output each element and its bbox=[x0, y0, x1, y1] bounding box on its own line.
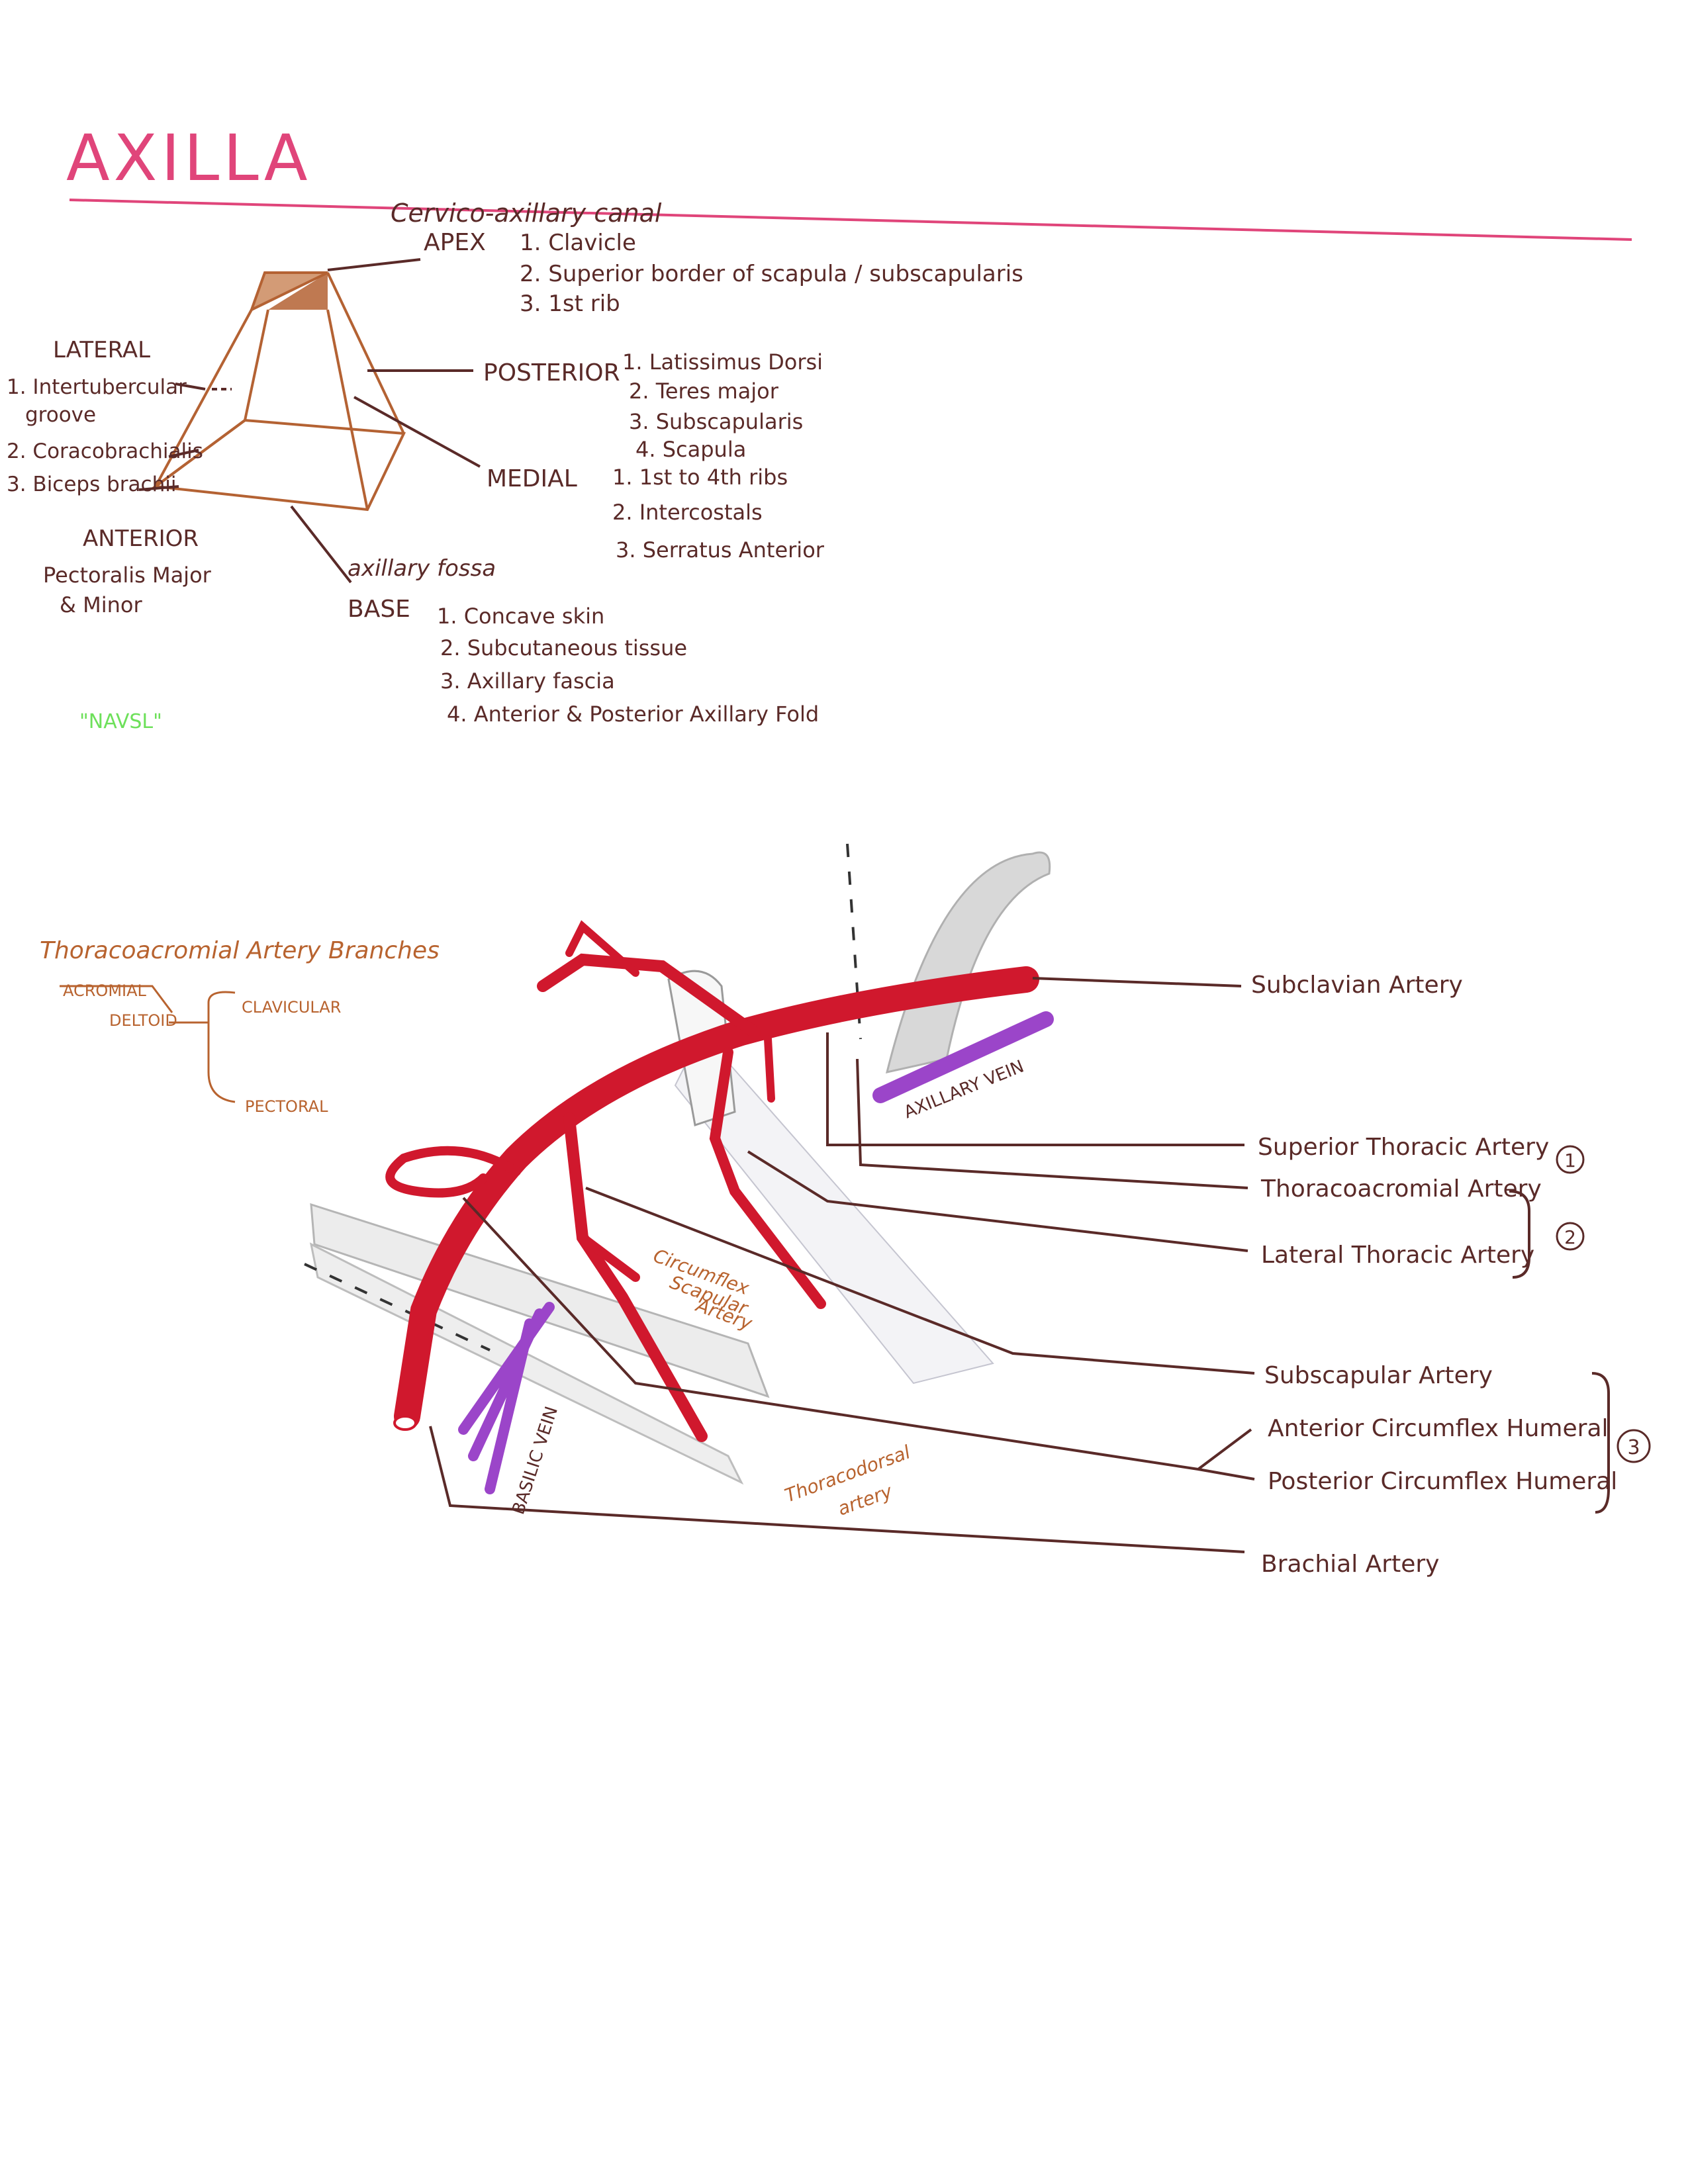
lateral-heading: LATERAL bbox=[53, 337, 150, 363]
posterior-item-4: 4. Scapula bbox=[635, 437, 746, 462]
base-item-3: 3. Axillary fascia bbox=[440, 668, 615, 694]
branch-clavicular: CLAVICULAR bbox=[242, 998, 341, 1017]
label-thoracoacromial-artery: Thoracoacromial Artery bbox=[1260, 1175, 1542, 1203]
pyramid-medial-edge bbox=[326, 309, 369, 510]
part-1-circle bbox=[1556, 1145, 1585, 1174]
branch-deltoid: DELTOID bbox=[109, 1011, 177, 1030]
anterior-item-2: & Minor bbox=[60, 592, 142, 617]
basilic-vein-label: BASILIC VEIN bbox=[508, 1404, 562, 1517]
lateral-item-1: 1. Intertubercular bbox=[7, 375, 187, 399]
lateral-item-3: 2. Coracobrachialis bbox=[7, 439, 203, 463]
axillary-brachial-artery bbox=[394, 966, 1039, 1430]
circumflex-humeral-loop bbox=[385, 1146, 521, 1198]
base-item-4: 4. Anterior & Posterior Axillary Fold bbox=[447, 702, 819, 727]
lateral-item-2: groove bbox=[25, 403, 96, 427]
apex-item-1: 1. Clavicle bbox=[520, 230, 636, 256]
circumflex-scapular-branch bbox=[578, 1233, 640, 1282]
apex-heading: APEX bbox=[424, 229, 486, 256]
branch-acromial: ACROMIAL bbox=[63, 981, 147, 1000]
apex-item-3: 3. 1st rib bbox=[520, 291, 620, 317]
posterior-item-3: 3. Subscapularis bbox=[629, 409, 803, 434]
lateral-leader-1 bbox=[175, 383, 206, 390]
medial-leader-line bbox=[353, 396, 481, 468]
anterior-item-1: Pectoralis Major bbox=[43, 563, 212, 588]
base-leader-line bbox=[290, 505, 352, 584]
medial-heading: MEDIAL bbox=[487, 465, 577, 492]
part-2-circle bbox=[1556, 1222, 1585, 1251]
axillary-vein-label: AXILLARY VEIN bbox=[901, 1057, 1027, 1123]
superior-thoracic-branch bbox=[764, 1035, 775, 1103]
subscapular-thoracodorsal bbox=[563, 1113, 708, 1442]
part-3-number: 3 bbox=[1627, 1436, 1640, 1459]
thoracoacromial-title: Thoracoacromial Artery Branches bbox=[40, 937, 440, 964]
posterior-heading: POSTERIOR bbox=[483, 359, 620, 387]
medial-item-1: 1. 1st to 4th ribs bbox=[612, 465, 788, 490]
base-note: axillary fossa bbox=[348, 555, 496, 582]
label-anterior-circumflex-humeral: Anterior Circumflex Humeral bbox=[1268, 1415, 1609, 1442]
dashed-guide-vertical bbox=[846, 843, 862, 1040]
axillary-vein bbox=[872, 1011, 1054, 1103]
label-brachial-artery: Brachial Artery bbox=[1261, 1551, 1439, 1578]
lateral-leader-3 bbox=[138, 485, 179, 491]
pyramid-apex-cap bbox=[268, 273, 328, 310]
label-subscapular-artery: Subscapular Artery bbox=[1264, 1362, 1493, 1389]
basilic-vein bbox=[458, 1302, 555, 1494]
apex-note: Cervico-axillary canal bbox=[391, 199, 662, 228]
axilla-pyramid bbox=[152, 271, 406, 512]
apex-leader-line bbox=[327, 258, 421, 271]
arteries bbox=[385, 920, 1039, 1442]
label-leader-lines bbox=[429, 977, 1255, 1553]
part-number-badges: 1 2 3 bbox=[1556, 1145, 1651, 1463]
branch-pectoral: PECTORAL bbox=[245, 1097, 328, 1116]
base-item-1: 1. Concave skin bbox=[437, 604, 604, 629]
part-3-circle bbox=[1617, 1429, 1651, 1463]
base-heading: BASE bbox=[348, 596, 410, 623]
medial-item-2: 2. Intercostals bbox=[612, 500, 763, 525]
pyramid-base bbox=[152, 418, 406, 512]
dashed-guide-diagonal bbox=[304, 1263, 491, 1351]
pyramid-posterior-edge bbox=[326, 272, 405, 434]
lateral-leader-2 bbox=[168, 449, 199, 458]
title-underline bbox=[69, 199, 1632, 241]
base-item-2: 2. Subcutaneous tissue bbox=[440, 635, 687, 660]
anterior-heading: ANTERIOR bbox=[83, 525, 199, 552]
lateral-thoracic-artery bbox=[709, 1047, 826, 1309]
part-2-number: 2 bbox=[1564, 1226, 1576, 1248]
posterior-item-1: 1. Latissimus Dorsi bbox=[622, 349, 823, 375]
medial-item-3: 3. Serratus Anterior bbox=[616, 537, 825, 563]
label-lateral-thoracic-artery: Lateral Thoracic Artery bbox=[1261, 1242, 1534, 1269]
pyramid-front-edge bbox=[244, 309, 269, 421]
apex-item-2: 2. Superior border of scapula / subscapu… bbox=[520, 261, 1023, 287]
mnemonic-text: "NAVSL" bbox=[79, 710, 162, 733]
label-subclavian-artery: Subclavian Artery bbox=[1251, 972, 1463, 999]
label-superior-thoracic-artery: Superior Thoracic Artery bbox=[1258, 1134, 1549, 1161]
posterior-item-2: 2. Teres major bbox=[629, 379, 779, 404]
clavicle-bone bbox=[885, 851, 1051, 1073]
thoracoacromial-tree-lines bbox=[60, 985, 236, 1103]
part-1-number: 1 bbox=[1564, 1150, 1576, 1171]
lateral-item-4: 3. Biceps brachii bbox=[7, 473, 176, 496]
label-posterior-circumflex-humeral: Posterior Circumflex Humeral bbox=[1268, 1468, 1617, 1495]
page-title: AXILLA bbox=[66, 121, 312, 195]
part-brackets bbox=[1509, 1190, 1610, 1514]
